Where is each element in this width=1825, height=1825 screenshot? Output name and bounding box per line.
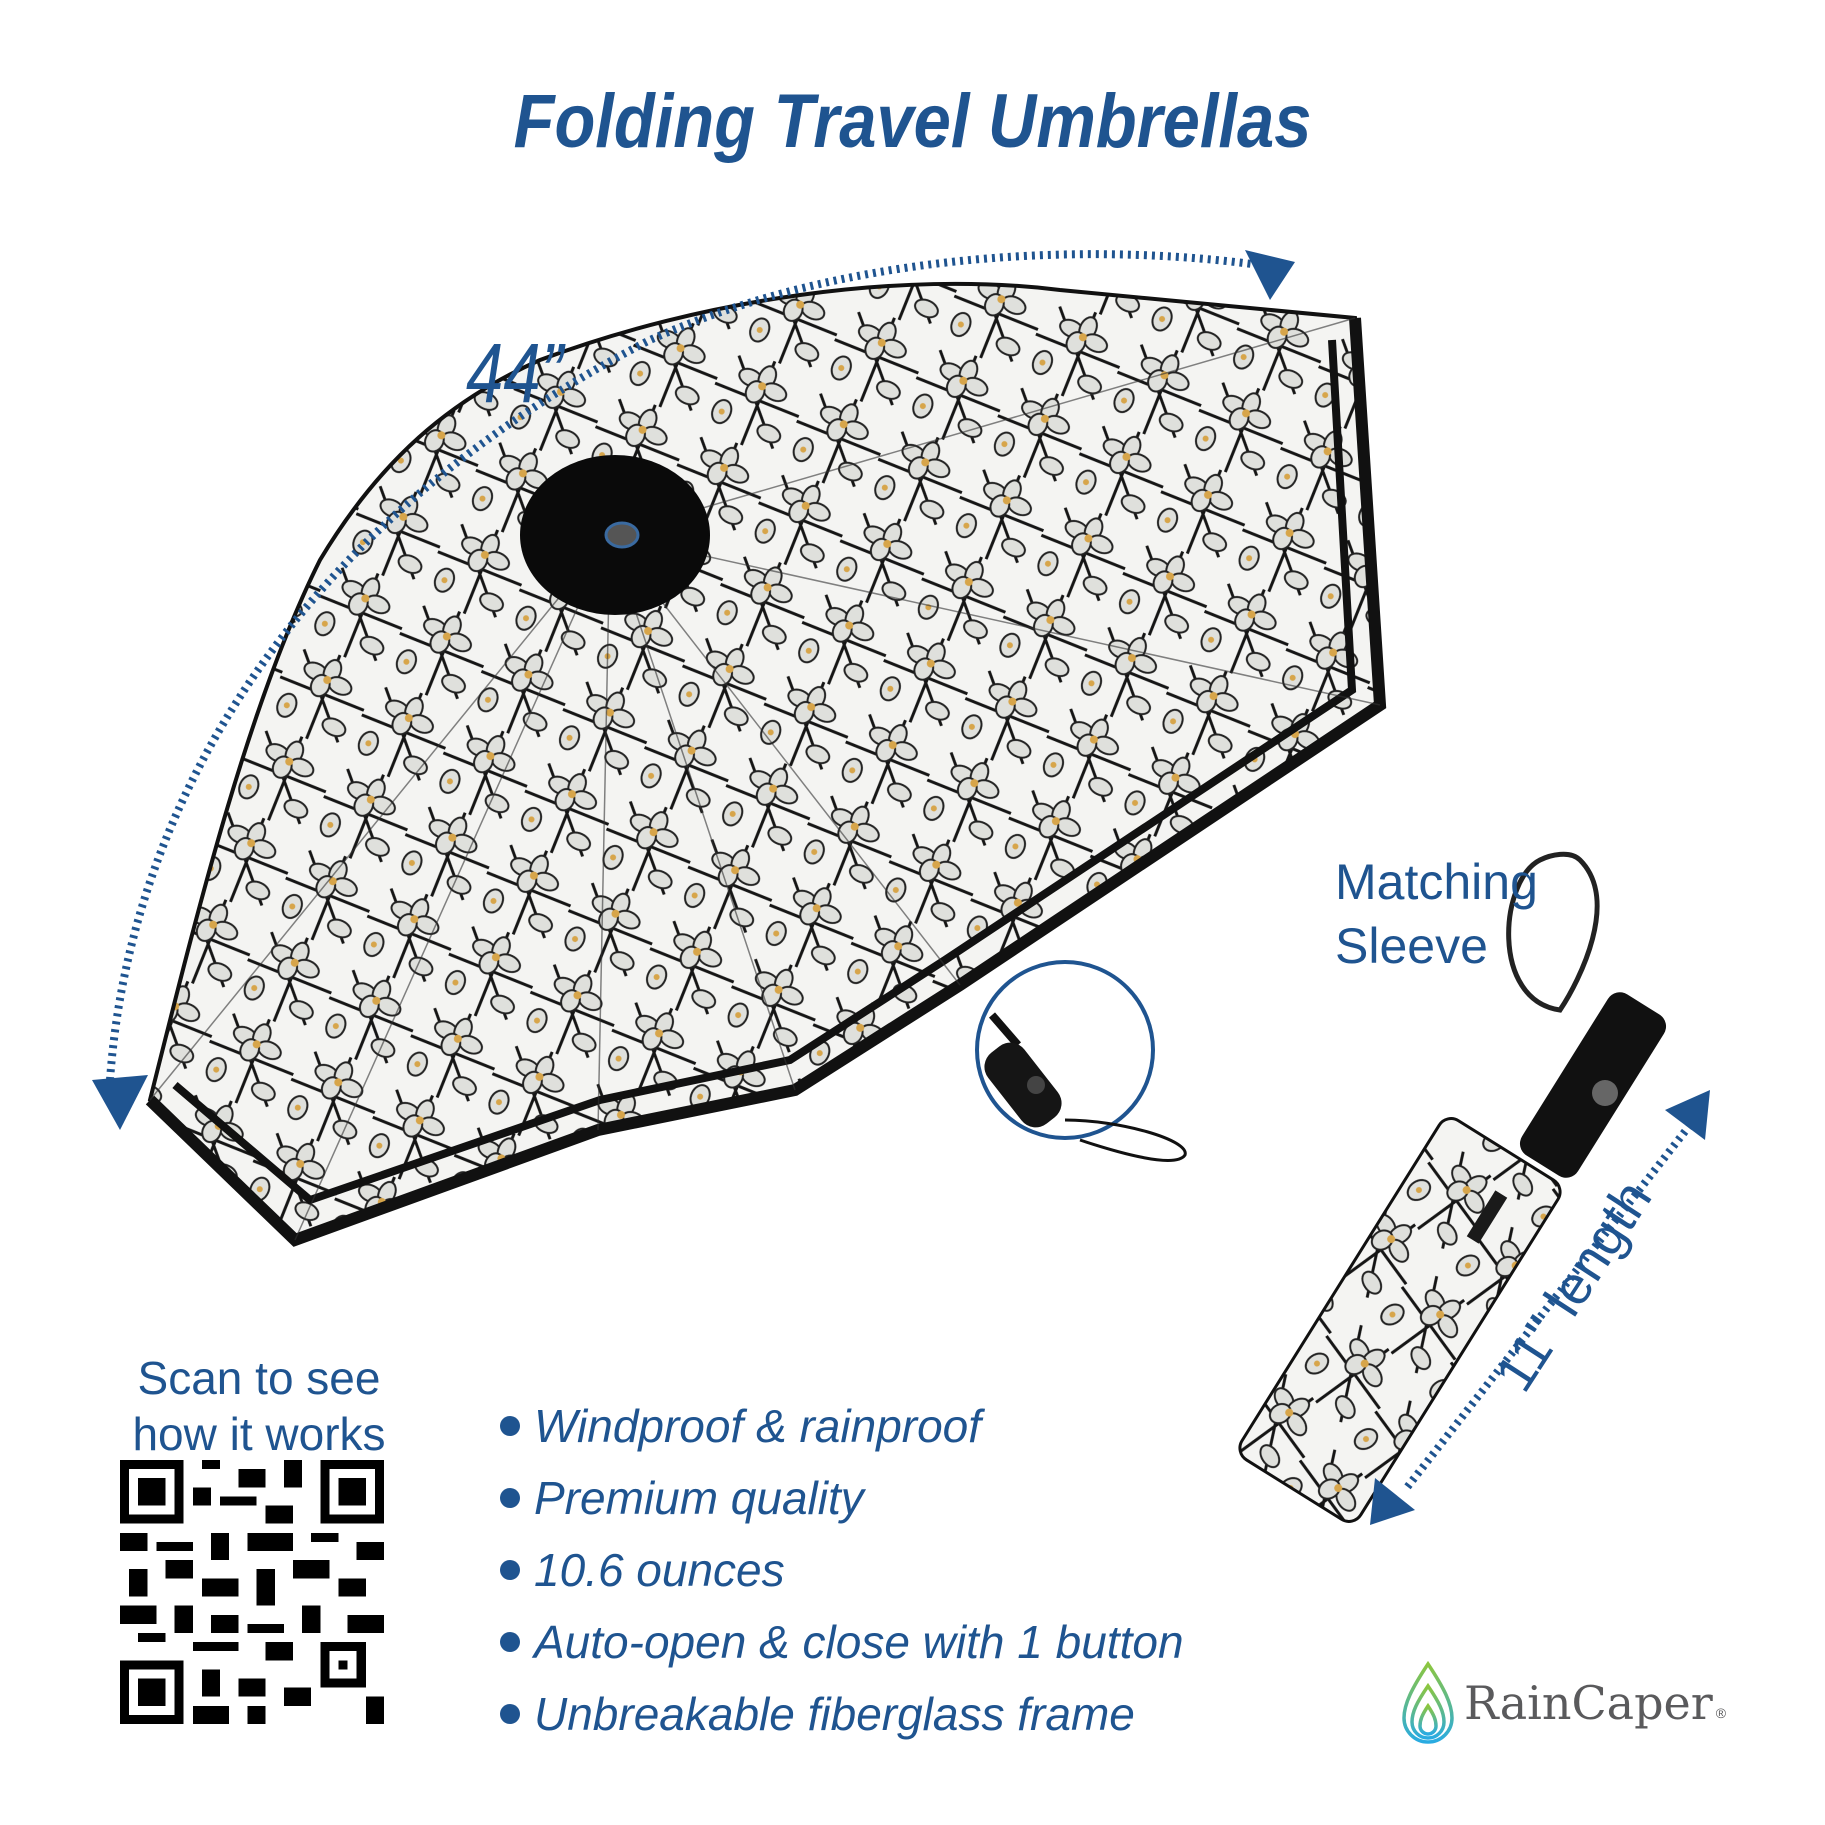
brand-name: RainCaper: [1464, 1676, 1713, 1730]
arrowhead-icon: [92, 1075, 148, 1130]
bullet-icon: [500, 1704, 520, 1724]
qr-caption-line-2: how it works: [132, 1408, 386, 1460]
feature-item: 10.6 ounces: [500, 1534, 1184, 1606]
arrowhead-icon: [1665, 1090, 1710, 1140]
registered-mark: ®: [1715, 1705, 1727, 1721]
qr-code[interactable]: [120, 1460, 384, 1724]
page-title: Folding Travel Umbrellas: [513, 79, 1312, 164]
handle-highlight-circle: [975, 960, 1155, 1140]
arrowhead-icon: [1245, 250, 1295, 300]
qr-caption-line-1: Scan to see: [137, 1352, 381, 1404]
folded-umbrella-illustration: [1238, 851, 1667, 1523]
matching-sleeve-label: Matching Sleeve: [1335, 850, 1538, 978]
handle-icon: [984, 1042, 1062, 1128]
qr-caption: Scan to see how it works: [94, 1350, 424, 1462]
arrowhead-icon: [1370, 1478, 1415, 1525]
umbrella-canopy: [145, 281, 1387, 1247]
bullet-icon: [500, 1632, 520, 1652]
canopy-size-label: 44”: [466, 326, 564, 420]
feature-item: Unbreakable fiberglass frame: [500, 1678, 1184, 1750]
bullet-icon: [500, 1488, 520, 1508]
feature-item: Premium quality: [500, 1462, 1184, 1534]
feature-item: Auto-open & close with 1 button: [500, 1606, 1184, 1678]
sleeve-line-1: Matching: [1335, 854, 1538, 910]
length-dimension-line: [1401, 1122, 1694, 1493]
feature-list: Windproof & rainproof Premium quality 10…: [500, 1390, 1184, 1750]
sleeve-line-2: Sleeve: [1335, 918, 1488, 974]
brand-logo: RainCaper ®: [1400, 1660, 1726, 1746]
canopy-dimension-arc: [106, 250, 1281, 1081]
bullet-icon: [500, 1560, 520, 1580]
feature-item: Windproof & rainproof: [500, 1390, 1184, 1462]
bullet-icon: [500, 1416, 520, 1436]
raindrop-logo-icon: [1402, 1660, 1454, 1744]
